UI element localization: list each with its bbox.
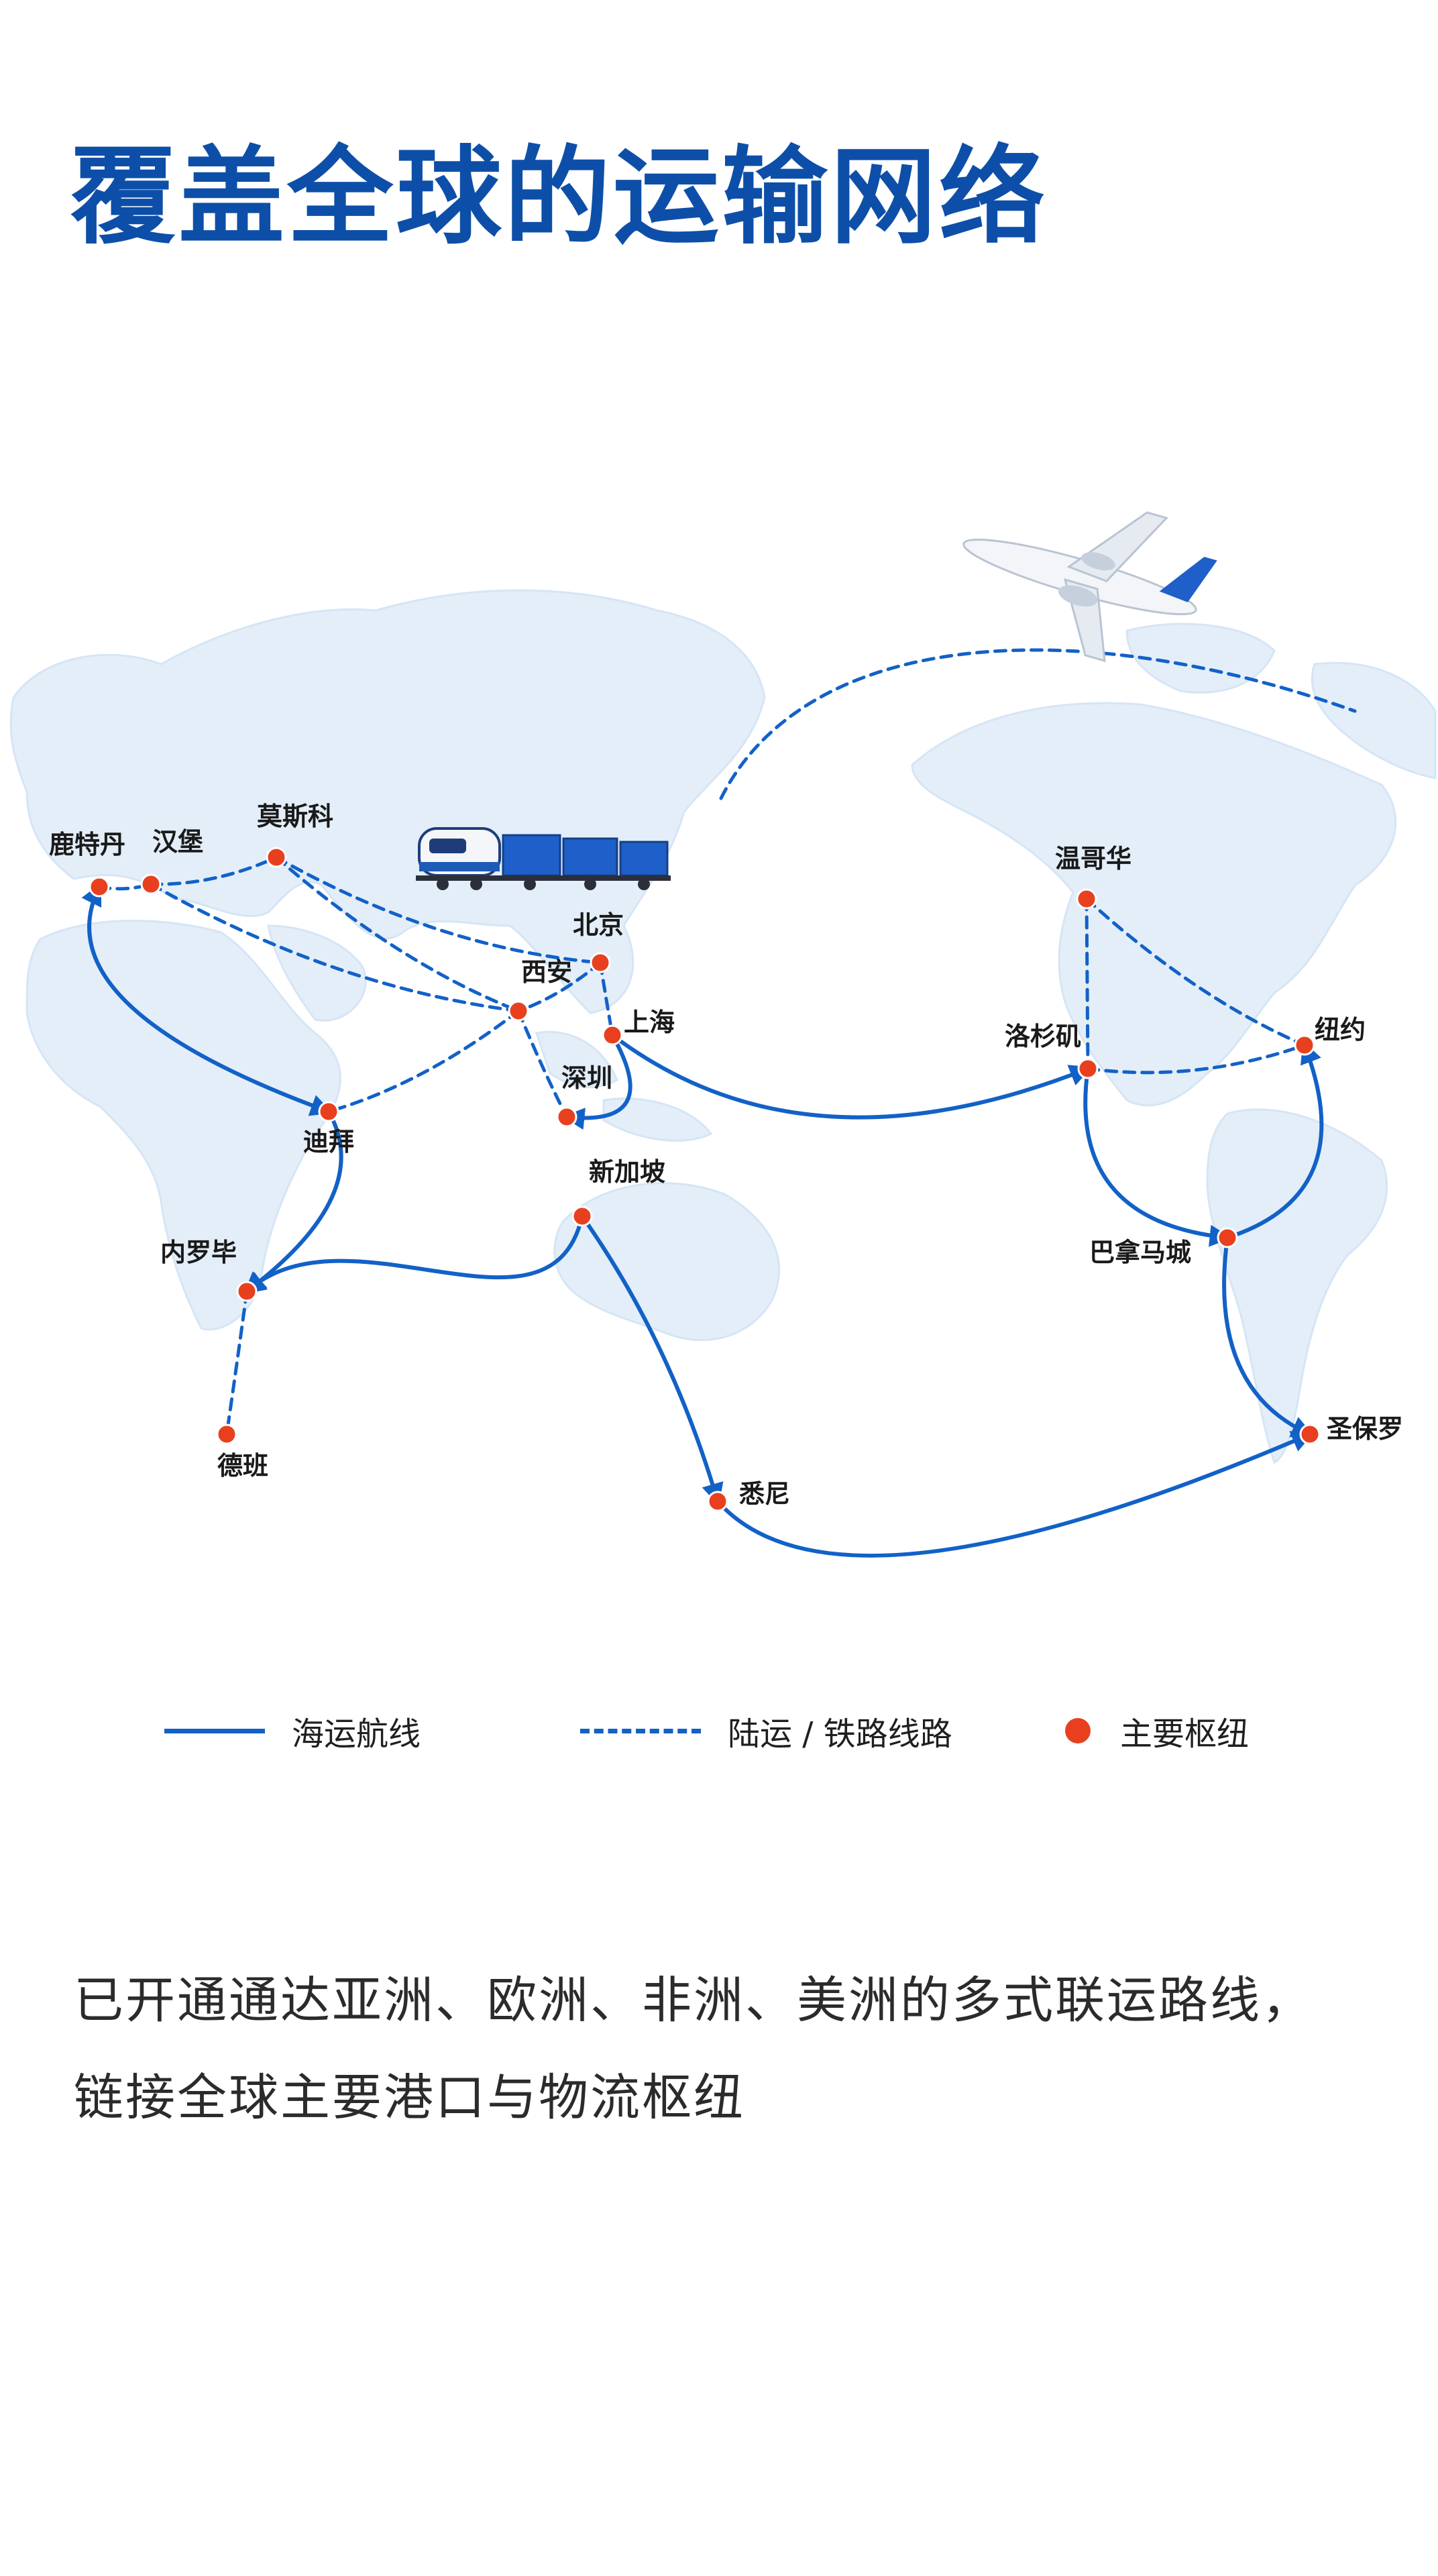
sea-route-singapore-sydney xyxy=(580,1214,724,1506)
continents xyxy=(9,589,1437,1464)
description: 已开通通达亚洲、欧洲、非洲、美洲的多式联运路线， 链接全球主要港口与物流枢纽 xyxy=(74,1952,1388,2147)
hubs-layer xyxy=(89,847,1321,1512)
legend-sea-route: 海运航线 xyxy=(164,1690,421,1771)
sea-route-sydney-saopaulo xyxy=(716,1431,1315,1558)
hub-dot-panama xyxy=(1217,1227,1238,1248)
sea-route-losangeles-panama xyxy=(1083,1067,1232,1247)
hub-dot-shanghai xyxy=(602,1024,623,1046)
landmass-greenland-ne xyxy=(1311,661,1437,780)
sea-route-panama-newyork xyxy=(1225,1040,1324,1240)
city-label-dubai: 迪拜 xyxy=(303,1127,354,1157)
legend-sea-label: 海运航线 xyxy=(292,1715,421,1753)
hub-dot-durban xyxy=(216,1424,237,1445)
hub-dot-sydney xyxy=(707,1491,728,1512)
landmass-south-america xyxy=(1206,1108,1388,1464)
hub-dot-xian xyxy=(508,1000,529,1022)
labels-layer: 鹿特丹汉堡 莫斯科北京西安上海深圳新加坡 迪拜内罗毕德班悉尼 温哥华洛杉矶 纽约巴拿马城… xyxy=(49,802,1403,1509)
train-icon xyxy=(416,827,671,890)
vehicles-layer xyxy=(416,511,1217,890)
hub-dot-beijing xyxy=(590,952,611,973)
land-route-nairobi-durban xyxy=(225,1289,249,1436)
land-route-vancouver-newyork xyxy=(1085,897,1307,1047)
hub-dot-dubai xyxy=(318,1101,339,1122)
routes-layer xyxy=(81,648,1357,1558)
legend-land-route: 陆运 / 铁路线路 xyxy=(580,1690,952,1771)
hub-dot-moscow xyxy=(266,847,287,868)
land-route-moscow-xian xyxy=(274,855,520,1013)
city-label-rotterdam: 鹿特丹 xyxy=(49,830,125,859)
hub-dot-losangeles xyxy=(1077,1058,1099,1079)
sea-route-panama-saopaulo xyxy=(1222,1236,1315,1438)
hub-dot-singapore xyxy=(571,1205,593,1227)
city-label-sydney: 悉尼 xyxy=(739,1479,790,1509)
sea-route-dubai-nairobi xyxy=(243,1110,343,1294)
city-label-xian: 西安 xyxy=(521,957,572,987)
legend-land-label: 陆运 / 铁路线路 xyxy=(728,1715,952,1753)
land-route-xian-shenzhen xyxy=(516,1009,569,1119)
dashed-line-icon xyxy=(580,1728,701,1733)
land-route-hamburg-moscow xyxy=(149,855,278,886)
city-label-beijing: 北京 xyxy=(573,910,624,940)
landmass-north-america xyxy=(911,702,1397,1107)
hub-dot-icon xyxy=(1065,1718,1091,1743)
city-label-singapore: 新加坡 xyxy=(589,1157,665,1187)
description-line-2: 链接全球主要港口与物流枢纽 xyxy=(74,2069,745,2127)
city-label-shanghai: 上海 xyxy=(624,1008,675,1037)
sea-route-shanghai-shenzhen xyxy=(562,1033,632,1130)
hub-dot-vancouver xyxy=(1076,888,1097,910)
city-label-newyork: 纽约 xyxy=(1315,1015,1366,1044)
legend-hub-label: 主要枢纽 xyxy=(1120,1715,1250,1753)
city-label-hamburg: 汉堡 xyxy=(152,827,203,857)
hub-dot-hamburg xyxy=(140,873,162,895)
land-route-beijing-xian xyxy=(516,961,602,1013)
hub-dot-shenzhen xyxy=(556,1106,577,1128)
legend: 海运航线 陆运 / 铁路线路 主要枢纽 xyxy=(0,1690,1438,1771)
sea-route-shanghai-losangeles xyxy=(610,1033,1093,1120)
city-label-durban: 德班 xyxy=(217,1451,268,1481)
hub-dot-nairobi xyxy=(236,1281,258,1302)
city-label-moscow: 莫斯科 xyxy=(257,802,333,831)
land-route-losangeles-newyork xyxy=(1086,1043,1307,1075)
world-map: 鹿特丹汉堡 莫斯科北京西安上海深圳新加坡 迪拜内罗毕德班悉尼 温哥华洛杉矶 纽约巴拿马城… xyxy=(9,511,1437,1558)
hub-dot-newyork xyxy=(1294,1034,1315,1056)
airplane-icon xyxy=(962,511,1217,663)
land-route-hamburg-xian xyxy=(149,882,520,1013)
city-label-shenzhen: 深圳 xyxy=(561,1063,612,1093)
land-route-xian-dubai xyxy=(327,1009,520,1114)
city-label-vancouver: 温哥华 xyxy=(1055,844,1131,873)
landmass-southeast-asia xyxy=(535,1030,713,1142)
land-route-vancouver-losangeles xyxy=(1085,897,1090,1071)
land-route-moscow-beijing xyxy=(274,855,602,965)
city-label-saopaulo: 圣保罗 xyxy=(1327,1414,1403,1444)
hub-dot-rotterdam xyxy=(89,876,110,898)
city-label-panama: 巴拿马城 xyxy=(1089,1238,1191,1267)
solid-line-icon xyxy=(164,1728,265,1733)
legend-hub: 主要枢纽 xyxy=(1065,1690,1249,1771)
page-title: 覆盖全球的运输网络 xyxy=(70,136,1048,259)
sea-route-singapore-nairobi xyxy=(243,1214,584,1295)
sea-route-rotterdam-dubai xyxy=(81,883,333,1116)
hub-dot-saopaulo xyxy=(1299,1424,1321,1445)
city-label-nairobi: 内罗毕 xyxy=(160,1238,237,1267)
city-label-losangeles: 洛杉矶 xyxy=(1005,1022,1081,1051)
air-route-beijing-newyork xyxy=(719,648,1357,800)
landmass-australia xyxy=(553,1182,781,1342)
description-line-1: 已开通通达亚洲、欧洲、非洲、美洲的多式联运路线， xyxy=(74,1972,1313,2029)
